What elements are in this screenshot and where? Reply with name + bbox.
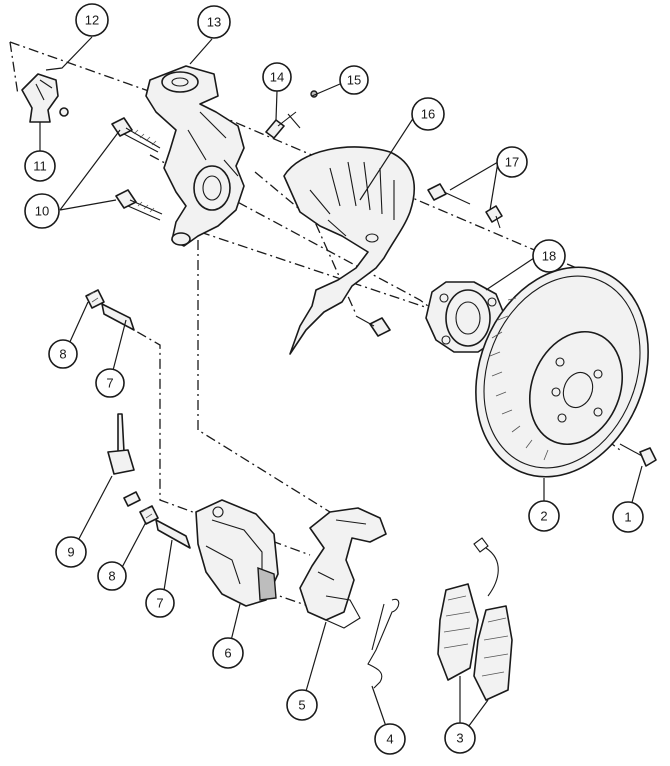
wheel-hub [425,281,505,353]
callout-2-label: 2 [540,509,547,524]
callout-18-label: 18 [542,249,556,264]
callout-5-label: 5 [298,698,305,713]
callout-8-lower-label: 8 [108,569,115,584]
callout-15: 15 [339,65,369,95]
callout-3-label: 3 [456,731,463,746]
callout-1-label: 1 [624,510,631,525]
bleeder-valve [107,413,135,475]
callout-6-label: 6 [224,646,231,661]
callout-1: 1 [612,501,644,533]
callout-12-label: 12 [85,13,99,28]
callout-13: 13 [197,5,231,39]
callout-8-lower: 8 [97,561,127,591]
disc-screw [619,443,657,467]
callout-4: 4 [374,723,406,755]
callout-14-label: 14 [270,70,284,85]
callout-3: 3 [444,722,476,754]
sensor-bracket [21,73,69,123]
callout-18: 18 [532,239,566,273]
bolt-upper [111,117,161,153]
callout-10-label: 10 [35,204,49,219]
callout-7-lower-label: 7 [156,596,163,611]
caliper-carrier [299,507,387,629]
callout-16-label: 16 [421,107,435,122]
bolt-lower [115,189,163,221]
callout-5: 5 [286,689,318,721]
callout-13-label: 13 [207,15,221,30]
callout-6: 6 [212,637,244,669]
brake-disc [475,266,649,478]
brake-caliper [195,499,279,607]
callout-8-upper-label: 8 [59,347,66,362]
callout-14: 14 [262,62,292,92]
guide-pin-lower [123,491,191,549]
callout-12: 12 [75,3,109,37]
callout-2: 2 [528,500,560,532]
knuckle-bolts [111,117,163,221]
callout-7-lower: 7 [145,588,175,618]
callout-16: 16 [411,97,445,131]
guide-pin-upper [85,289,135,331]
brake-pads [437,537,513,701]
shield-bolts [355,183,503,337]
callout-8-upper: 8 [48,339,78,369]
screw-and-clip [265,90,318,139]
callout-15-label: 15 [347,73,361,88]
callout-17: 17 [496,146,528,178]
callout-9: 9 [55,536,87,568]
retaining-spring [367,598,400,689]
callout-10: 10 [24,193,60,229]
callout-7-upper-label: 7 [106,376,113,391]
callout-17-label: 17 [505,155,519,170]
callout-9-label: 9 [67,545,74,560]
callout-4-label: 4 [386,732,393,747]
splash-shield [283,146,415,355]
callout-7-upper: 7 [95,368,125,398]
callout-11-label: 11 [33,159,47,174]
callout-11: 11 [24,150,56,182]
steering-knuckle [145,65,245,247]
